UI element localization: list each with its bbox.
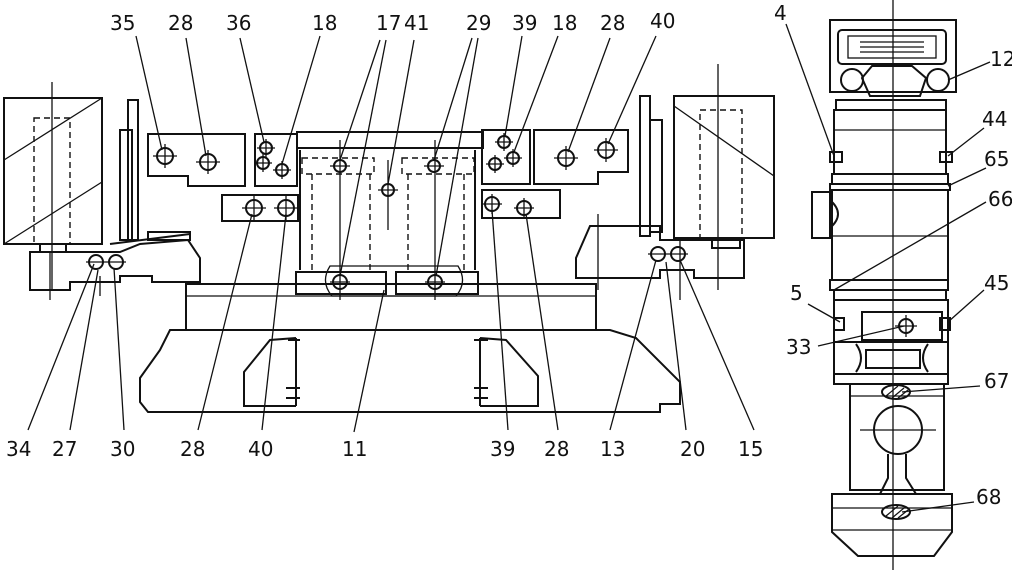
hole-15	[668, 246, 688, 262]
hole-18b	[504, 149, 522, 167]
callout-18-left: 18	[312, 11, 337, 35]
callout-28-top-right: 28	[600, 11, 625, 35]
callout-17: 17	[376, 11, 401, 35]
callout-20: 20	[680, 437, 705, 461]
left-motor	[3, 82, 191, 290]
right-saddle	[575, 225, 745, 279]
callout-28-top-left: 28	[168, 11, 193, 35]
callout-40-bottom: 40	[248, 437, 273, 461]
callout-41: 41	[404, 11, 429, 35]
callout-30: 30	[110, 437, 135, 461]
callout-65: 65	[984, 147, 1009, 171]
callout-labels: 35 28 36 18 17 41 29 39 18 28 40 4 12 44…	[6, 1, 1012, 509]
hole-28b	[554, 146, 578, 170]
callout-5: 5	[790, 281, 803, 305]
hole-27	[86, 254, 106, 270]
hole-39a2	[486, 155, 504, 173]
callout-39-bottom: 39	[490, 437, 515, 461]
hole-13	[648, 246, 668, 262]
main-bed	[185, 283, 597, 331]
hole-28c	[242, 196, 266, 220]
hole-29b	[425, 274, 445, 290]
callout-33: 33	[786, 335, 811, 359]
callout-28-bottom-left: 28	[180, 437, 205, 461]
callout-29: 29	[466, 11, 491, 35]
callout-68: 68	[976, 485, 1001, 509]
callout-13: 13	[600, 437, 625, 461]
hole-40a	[594, 138, 618, 162]
callout-27: 27	[52, 437, 77, 461]
lower-carriage	[139, 329, 681, 413]
callout-39-top: 39	[512, 11, 537, 35]
hole-36	[257, 139, 275, 157]
callout-35: 35	[110, 11, 135, 35]
hole-28a	[196, 150, 220, 174]
central-column	[295, 131, 484, 300]
callout-40-top: 40	[650, 9, 675, 33]
callout-67: 67	[984, 369, 1009, 393]
hole-28d	[514, 198, 534, 218]
hole-29a	[424, 159, 444, 173]
front-view	[3, 64, 775, 413]
right-motor	[597, 64, 775, 300]
callout-36: 36	[226, 11, 251, 35]
callout-18-right: 18	[552, 11, 577, 35]
callout-12: 12	[990, 47, 1012, 71]
callout-66: 66	[988, 187, 1012, 211]
leader-lines	[27, 23, 991, 513]
callout-11: 11	[342, 437, 367, 461]
callout-15: 15	[738, 437, 763, 461]
hole-30	[106, 254, 126, 270]
hole-35	[153, 144, 177, 168]
callout-44: 44	[982, 107, 1007, 131]
hole-36b	[254, 154, 272, 172]
callout-4: 4	[774, 1, 787, 25]
side-view	[811, 0, 957, 570]
hole-39a	[495, 133, 513, 151]
callout-45: 45	[984, 271, 1009, 295]
left-saddle	[29, 238, 201, 300]
left-upper-blocks	[147, 133, 299, 222]
callout-28-bottom-right: 28	[544, 437, 569, 461]
callout-34: 34	[6, 437, 31, 461]
